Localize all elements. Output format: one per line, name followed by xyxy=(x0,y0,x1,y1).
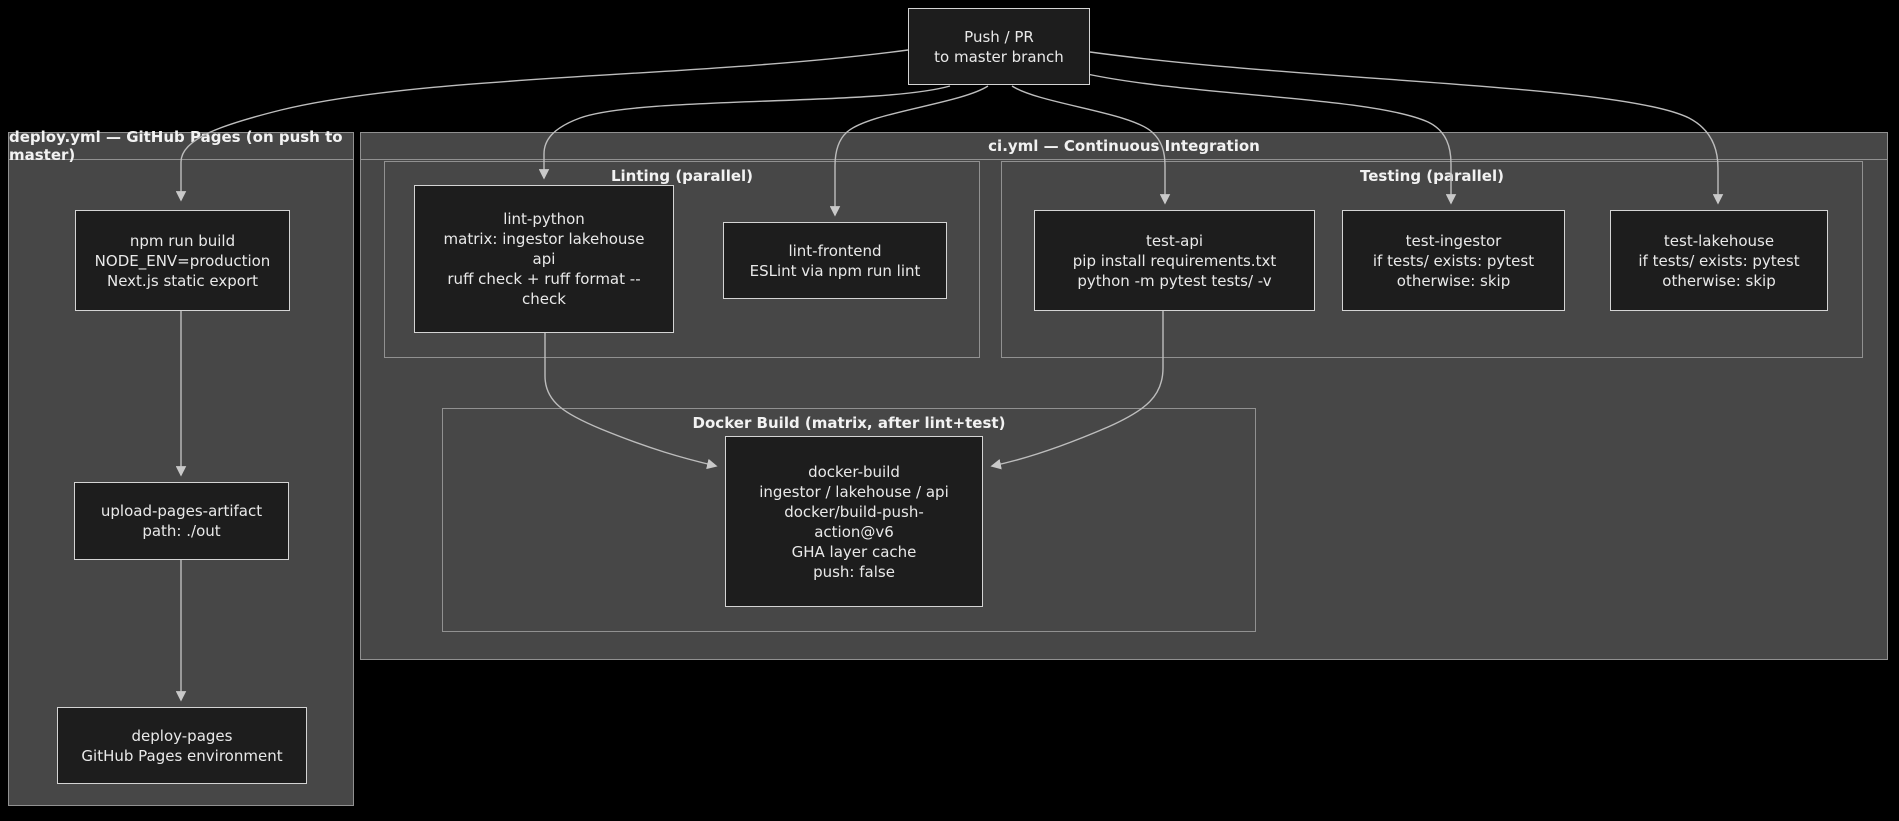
node-push-pr: Push / PR to master branch xyxy=(908,8,1090,85)
node-docker-build: docker-build ingestor / lakehouse / api … xyxy=(725,436,983,607)
node-lint-frontend: lint-frontend ESLint via npm run lint xyxy=(723,222,947,299)
node-lint-python: lint-python matrix: ingestor lakehouse a… xyxy=(414,185,674,333)
node-test-ingestor: test-ingestor if tests/ exists: pytest o… xyxy=(1342,210,1565,311)
cluster-docker-build: Docker Build (matrix, after lint+test) xyxy=(442,408,1256,632)
cluster-ci-label: ci.yml — Continuous Integration xyxy=(361,133,1887,160)
node-test-lakehouse: test-lakehouse if tests/ exists: pytest … xyxy=(1610,210,1828,311)
node-test-api: test-api pip install requirements.txt py… xyxy=(1034,210,1315,311)
node-upload-pages-artifact: upload-pages-artifact path: ./out xyxy=(74,482,289,560)
cluster-docker-label: Docker Build (matrix, after lint+test) xyxy=(692,414,1006,432)
node-deploy-pages: deploy-pages GitHub Pages environment xyxy=(57,707,307,784)
cluster-testing-label: Testing (parallel) xyxy=(1360,167,1504,185)
node-npm-run-build: npm run build NODE_ENV=production Next.j… xyxy=(75,210,290,311)
cluster-deploy-label: deploy.yml — GitHub Pages (on push to ma… xyxy=(9,128,353,164)
